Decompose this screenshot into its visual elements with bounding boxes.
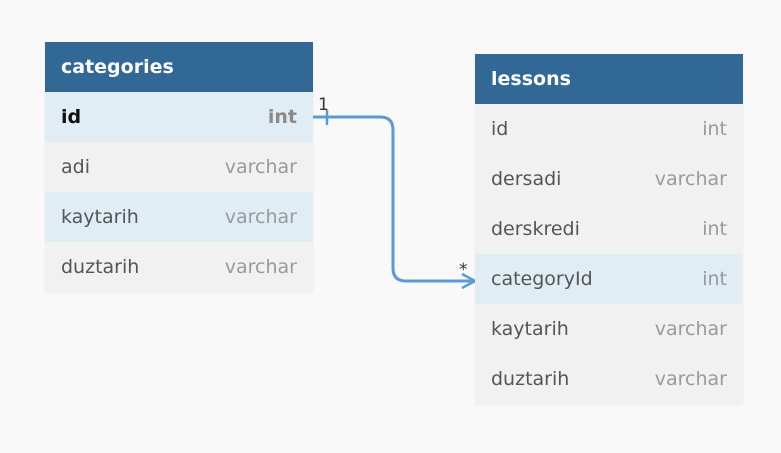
column-row-id[interactable]: id int xyxy=(45,92,313,142)
table-title: categories xyxy=(61,56,174,78)
column-type: varchar xyxy=(224,156,297,178)
column-type: varchar xyxy=(654,168,727,190)
table-lessons[interactable]: lessons id int dersadi varchar derskredi… xyxy=(475,54,743,404)
column-row-duztarih[interactable]: duztarih varchar xyxy=(45,242,313,292)
column-type: varchar xyxy=(654,368,727,390)
to-cardinality-label: * xyxy=(459,260,468,280)
table-header-lessons[interactable]: lessons xyxy=(475,54,743,104)
column-type: varchar xyxy=(224,256,297,278)
column-row-derskredi[interactable]: derskredi int xyxy=(475,204,743,254)
relationship-line[interactable] xyxy=(313,115,475,283)
column-type: int xyxy=(702,268,727,290)
column-type: int xyxy=(267,106,297,128)
table-header-categories[interactable]: categories xyxy=(45,42,313,92)
column-row-adi[interactable]: adi varchar xyxy=(45,142,313,192)
table-categories[interactable]: categories id int adi varchar kaytarih v… xyxy=(45,42,313,292)
column-name: derskredi xyxy=(491,218,580,240)
column-type: varchar xyxy=(224,206,297,228)
column-name: kaytarih xyxy=(491,318,569,340)
many-cardinality-mark xyxy=(461,272,476,290)
column-name: id xyxy=(61,106,82,128)
column-row-kaytarih[interactable]: kaytarih varchar xyxy=(45,192,313,242)
column-row-dersadi[interactable]: dersadi varchar xyxy=(475,154,743,204)
column-name: dersadi xyxy=(491,168,562,190)
column-name: adi xyxy=(61,156,90,178)
column-row-kaytarih[interactable]: kaytarih varchar xyxy=(475,304,743,354)
column-row-duztarih[interactable]: duztarih varchar xyxy=(475,354,743,404)
column-name: kaytarih xyxy=(61,206,139,228)
column-name: categoryId xyxy=(491,268,593,290)
column-type: int xyxy=(702,118,727,140)
column-type: varchar xyxy=(654,318,727,340)
from-cardinality-label: 1 xyxy=(318,95,329,115)
column-row-categoryid[interactable]: categoryId int xyxy=(475,254,743,304)
column-name: duztarih xyxy=(491,368,570,390)
table-title: lessons xyxy=(491,68,571,90)
column-name: id xyxy=(491,118,509,140)
column-type: int xyxy=(702,218,727,240)
column-name: duztarih xyxy=(61,256,140,278)
column-row-id[interactable]: id int xyxy=(475,104,743,154)
